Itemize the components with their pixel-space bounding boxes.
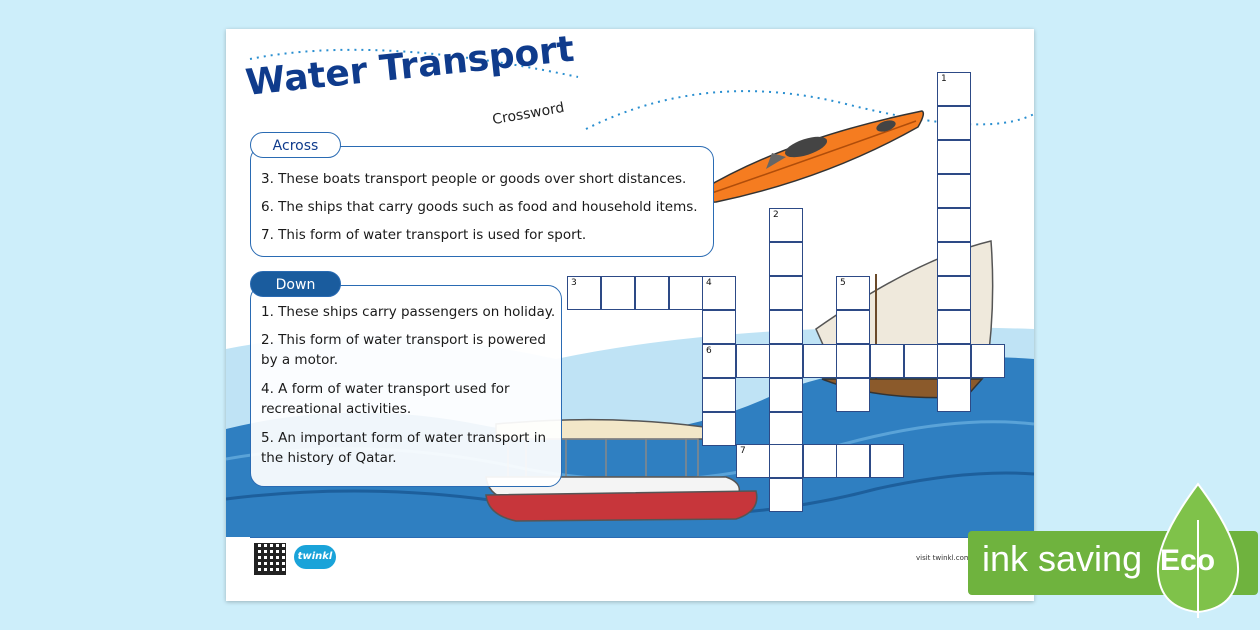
clue-number: 1 [941,74,947,84]
twinkl-logo: twinkl [294,545,336,569]
clue-number: 4 [706,278,712,288]
grid-cell[interactable]: 2 [769,208,803,242]
grid-cell[interactable] [937,378,971,412]
eco-badge-label: Eco [1160,544,1216,577]
down-clue-1: 1. These ships carry passengers on holid… [261,304,556,320]
down-heading: Down [250,271,341,297]
grid-cell[interactable] [870,444,904,478]
across-clue-3: 3. These boats transport people or goods… [261,171,687,187]
clue-number: 2 [773,210,779,220]
grid-cell[interactable]: 6 [702,344,736,378]
down-clues-box: 1. These ships carry passengers on holid… [250,285,562,487]
grid-cell[interactable] [601,276,635,310]
grid-cell[interactable] [769,412,803,446]
grid-cell[interactable] [769,242,803,276]
grid-cell[interactable] [702,412,736,446]
grid-cell[interactable] [836,344,870,378]
grid-cell[interactable] [937,310,971,344]
grid-cell[interactable]: 5 [836,276,870,310]
visit-link[interactable]: visit twinkl.com [916,554,971,562]
grid-cell[interactable] [803,444,837,478]
leaf-icon [1156,482,1240,618]
grid-cell[interactable] [870,344,904,378]
grid-cell[interactable] [769,378,803,412]
across-clue-6: 6. The ships that carry goods such as fo… [261,199,698,215]
grid-cell[interactable] [971,344,1005,378]
down-clue-2: 2. This form of water transport is power… [261,332,546,368]
grid-cell[interactable] [669,276,703,310]
kayak-illustration [698,110,925,203]
footer-divider [250,537,1010,538]
clue-number: 7 [740,446,746,456]
grid-cell[interactable]: 1 [937,72,971,106]
across-clues-box: 3. These boats transport people or goods… [250,146,714,257]
grid-cell[interactable] [836,444,870,478]
grid-cell[interactable] [937,276,971,310]
grid-cell[interactable] [937,174,971,208]
grid-cell[interactable] [937,344,971,378]
grid-cell[interactable] [836,310,870,344]
across-heading: Across [250,132,341,158]
down-clue-5: 5. An important form of water transport … [261,430,547,466]
worksheet: Water Transport Crossword 3. These boats… [226,29,1034,601]
grid-cell[interactable] [937,208,971,242]
grid-cell[interactable] [937,242,971,276]
clue-number: 6 [706,346,712,356]
grid-cell[interactable]: 4 [702,276,736,310]
grid-cell[interactable] [769,478,803,512]
water [226,357,1034,537]
clue-number: 5 [840,278,846,288]
grid-cell[interactable] [937,140,971,174]
across-clue-7: 7. This form of water transport is used … [261,227,587,243]
qr-code-icon [254,543,286,575]
grid-cell[interactable] [769,276,803,310]
grid-cell[interactable] [904,344,938,378]
grid-cell[interactable]: 7 [736,444,770,478]
down-clue-4: 4. A form of water transport used for re… [261,381,510,417]
grid-cell[interactable]: 3 [567,276,601,310]
grid-cell[interactable] [769,310,803,344]
clue-number: 3 [571,278,577,288]
grid-cell[interactable] [702,310,736,344]
grid-cell[interactable] [769,344,803,378]
grid-cell[interactable] [736,344,770,378]
eco-badge-text: ink saving [982,538,1143,579]
grid-cell[interactable] [635,276,669,310]
grid-cell[interactable] [769,444,803,478]
grid-cell[interactable] [937,106,971,140]
grid-cell[interactable] [836,378,870,412]
grid-cell[interactable] [803,344,837,378]
grid-cell[interactable] [702,378,736,412]
